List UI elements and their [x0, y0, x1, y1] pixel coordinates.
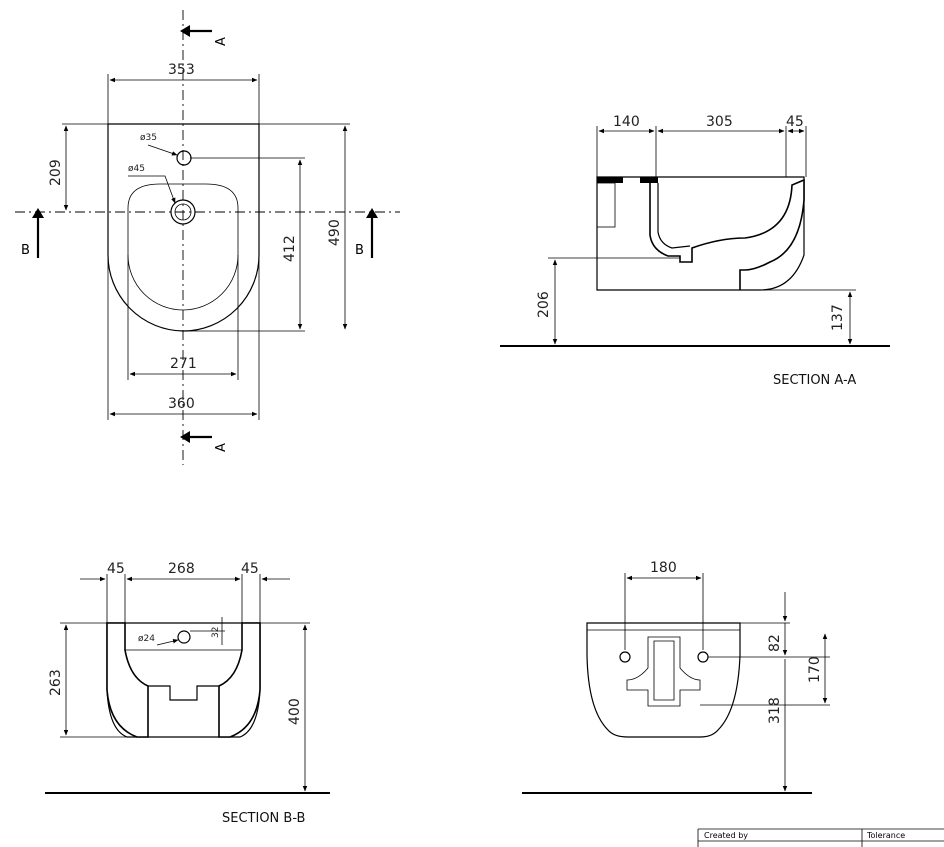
dim-bb-45-right: 45 — [241, 561, 259, 577]
section-mark-b-right: B — [355, 243, 364, 258]
dim-aa-206: 206 — [536, 291, 552, 318]
dim-aa-305: 305 — [706, 114, 733, 130]
dim-bb-268: 268 — [168, 561, 195, 577]
section-bb: ø24 32 45 268 45 263 400 SECTION B-B — [45, 561, 330, 826]
dim-360: 360 — [168, 396, 195, 412]
dim-aa-137: 137 — [830, 304, 846, 331]
dim-bb-45-left: 45 — [107, 561, 125, 577]
dim-271: 271 — [170, 356, 197, 372]
section-aa-caption: SECTION A-A — [773, 373, 856, 388]
dim-rear-318: 318 — [767, 697, 783, 724]
dim-353: 353 — [168, 62, 195, 78]
plan-bowl — [127, 183, 239, 311]
waste-hole — [170, 199, 196, 225]
dim-rear-180: 180 — [650, 560, 677, 576]
plan-view: ø35 ø45 353 360 271 209 412 490 — [15, 10, 400, 465]
dim-490: 490 — [327, 219, 343, 246]
dim-rear-82: 82 — [767, 634, 783, 652]
dim-aa-45: 45 — [786, 114, 804, 130]
rear-view: 180 82 170 318 — [522, 560, 830, 794]
rear-bolt-left — [619, 651, 631, 663]
title-block: Created by Tolerance — [697, 828, 944, 847]
dim-bb-263: 263 — [48, 669, 64, 696]
dim-rear-170: 170 — [807, 656, 823, 683]
tap-hole-label: ø35 — [140, 133, 157, 143]
section-mark-a-top: A — [214, 37, 229, 46]
dim-aa-140: 140 — [613, 114, 640, 130]
dim-412: 412 — [282, 235, 298, 262]
dim-bb-400: 400 — [287, 698, 303, 725]
title-tolerance: Tolerance — [866, 831, 905, 840]
section-aa: 140 305 45 206 137 SECTION A-A — [500, 114, 890, 388]
section-mark-a-bottom: A — [214, 443, 229, 452]
waste-hole-label: ø45 — [128, 164, 145, 174]
section-bb-hole — [177, 630, 191, 644]
dim-bb-32: 32 — [211, 627, 221, 638]
title-created-by: Created by — [704, 831, 748, 840]
section-mark-b-left: B — [21, 243, 30, 258]
section-bb-caption: SECTION B-B — [222, 811, 305, 826]
plan-outline — [107, 123, 260, 332]
dim-209: 209 — [48, 159, 64, 186]
rear-bolt-right — [697, 651, 709, 663]
section-bb-hole-label: ø24 — [138, 634, 155, 644]
tap-hole — [176, 150, 192, 166]
rear-outline — [586, 622, 741, 738]
